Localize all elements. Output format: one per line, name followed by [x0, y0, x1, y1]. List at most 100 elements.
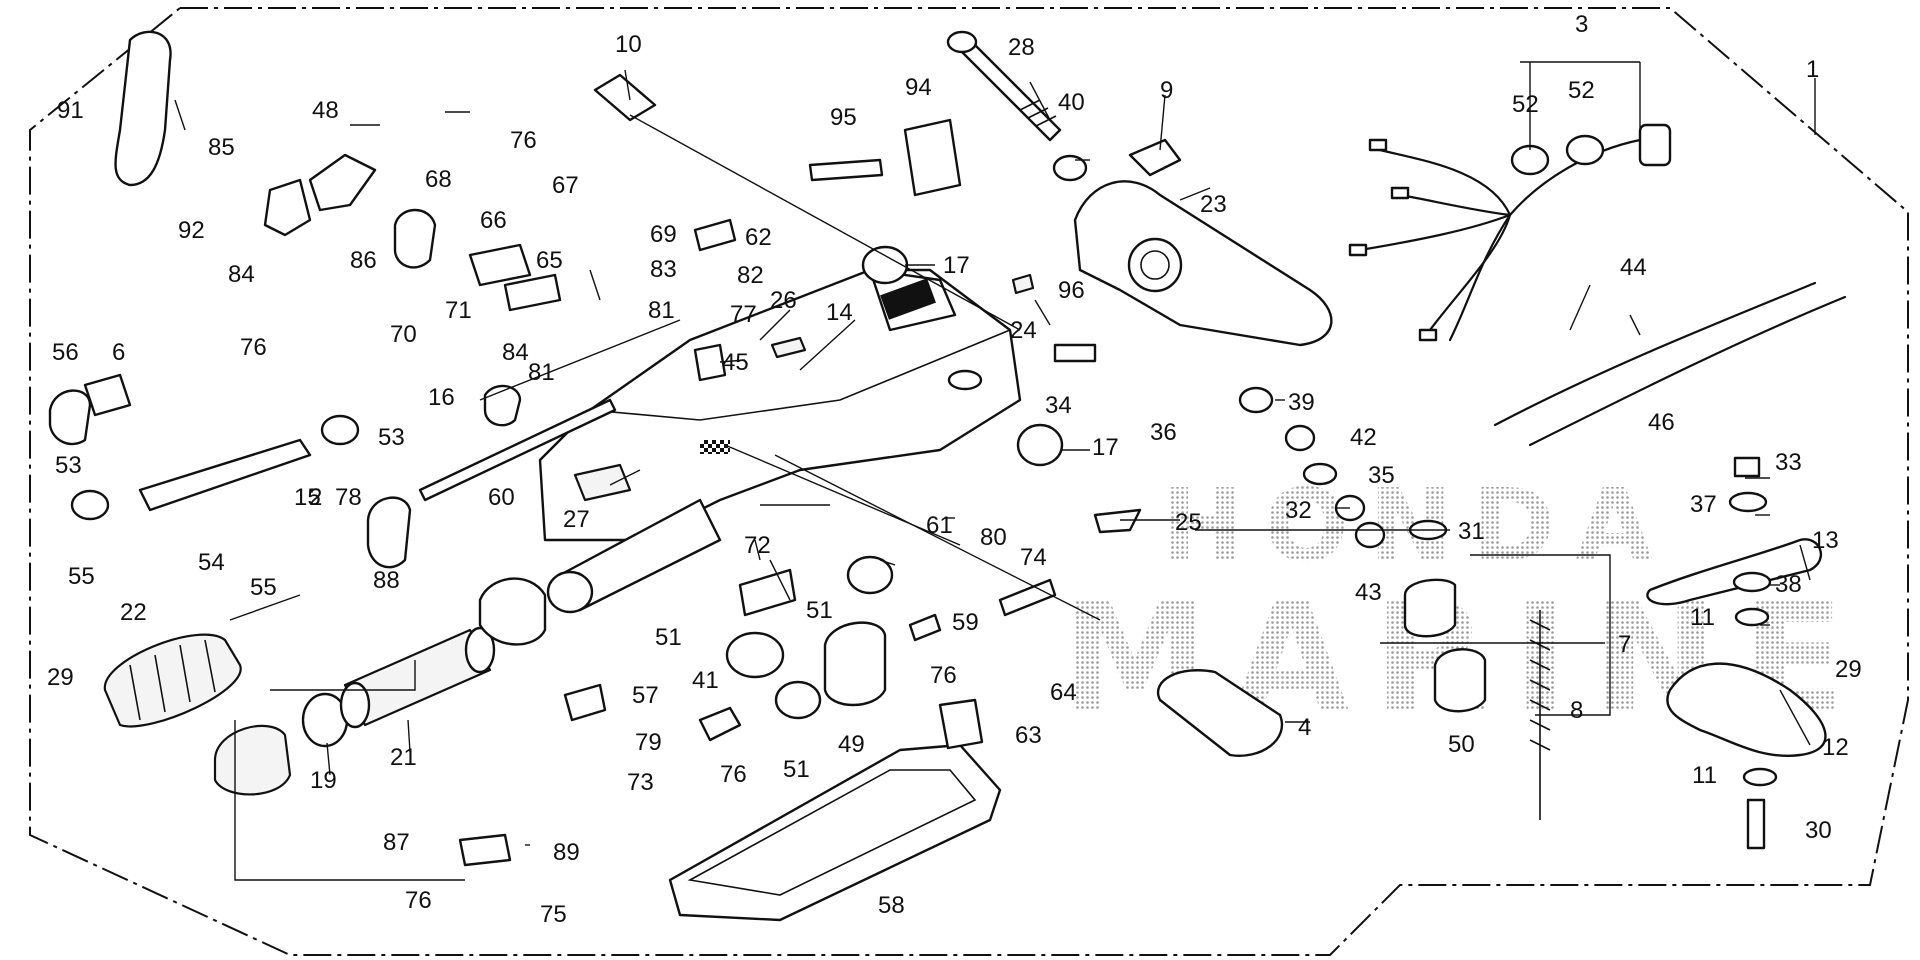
callout-29b: 29 [1835, 656, 1862, 683]
knob-70 [393, 208, 437, 269]
callout-14: 14 [826, 299, 853, 326]
callout-8: 8 [1570, 697, 1583, 724]
callout-11a: 11 [1690, 604, 1715, 631]
spacer-94 [903, 118, 962, 197]
bushing-42 [1284, 424, 1316, 452]
callout-82: 82 [737, 262, 764, 289]
callout-76d: 76 [720, 761, 747, 788]
callout-50: 50 [1448, 731, 1475, 758]
callout-2: 2 [309, 484, 322, 511]
callout-84a: 84 [228, 261, 255, 288]
grommet-88 [366, 496, 412, 569]
rubber-16 [483, 384, 522, 427]
callout-54: 54 [198, 549, 225, 576]
callout-51c: 51 [783, 756, 810, 783]
pivot-bolt-28 [946, 30, 1062, 142]
bolt-30 [1746, 798, 1766, 850]
callout-69: 69 [650, 221, 677, 248]
callout-74: 74 [1020, 544, 1047, 571]
grip-22 [103, 633, 242, 728]
collar-17b [1016, 423, 1064, 467]
callout-63: 63 [1015, 722, 1042, 749]
callout-76e: 76 [405, 887, 432, 914]
callout-51b: 51 [806, 597, 833, 624]
callout-37: 37 [1690, 491, 1717, 518]
callout-7: 7 [1618, 631, 1631, 658]
callout-32: 32 [1285, 497, 1312, 524]
bracket-57 [563, 683, 607, 722]
leader-lines [174, 61, 1816, 881]
grommet-50 [1433, 648, 1487, 713]
callout-84b: 84 [502, 339, 529, 366]
callout-89: 89 [553, 839, 580, 866]
callout-45: 45 [722, 349, 749, 376]
callout-72: 72 [744, 532, 771, 559]
collar-17a [861, 245, 909, 285]
callout-88: 88 [373, 567, 400, 594]
clip-9 [1128, 138, 1182, 177]
callout-53b: 53 [55, 452, 82, 479]
bracket-12 [1666, 662, 1827, 757]
plate-71 [503, 273, 562, 312]
callout-94: 94 [905, 74, 932, 101]
callout-53a: 53 [378, 424, 405, 451]
callout-73: 73 [627, 769, 654, 796]
clip-51a [725, 631, 785, 679]
callout-17b: 17 [1092, 434, 1119, 461]
callout-41: 41 [692, 667, 719, 694]
plate-25 [1093, 508, 1142, 534]
callout-38: 38 [1775, 571, 1802, 598]
callout-48: 48 [312, 97, 339, 124]
callout-4: 4 [1298, 714, 1311, 741]
callout-42: 42 [1350, 424, 1377, 451]
bolt-96 [1053, 343, 1097, 363]
label-26 [770, 336, 807, 359]
callout-40: 40 [1058, 89, 1085, 116]
callout-labels: 1 2 3 4 6 7 8 9 10 11 11 12 13 14 15 16 … [47, 11, 1862, 928]
callout-60: 60 [488, 484, 515, 511]
callout-91: 91 [57, 97, 84, 124]
callout-96: 96 [1058, 277, 1085, 304]
callout-71: 71 [445, 297, 472, 324]
bracket-54 [138, 438, 312, 512]
callout-65: 65 [536, 247, 563, 274]
callout-70: 70 [390, 321, 417, 348]
throttle-sleeve-87 [478, 577, 547, 646]
clip-51c [774, 680, 822, 720]
washer-35 [1302, 462, 1338, 486]
callout-66: 66 [480, 207, 507, 234]
callout-85: 85 [208, 134, 235, 161]
callout-36: 36 [1150, 419, 1177, 446]
callout-23: 23 [1200, 191, 1227, 218]
callout-80: 80 [980, 524, 1007, 551]
callout-11b: 11 [1692, 762, 1717, 789]
stop-switch-cap-7 [1403, 578, 1457, 638]
callout-51a: 51 [655, 624, 682, 651]
callout-29a: 29 [47, 664, 74, 691]
rod-60 [418, 398, 617, 502]
friction-lever-13 [1646, 538, 1822, 606]
callout-46: 46 [1648, 409, 1675, 436]
callout-30: 30 [1805, 817, 1832, 844]
connector-10 [593, 73, 657, 122]
wiring-harness-3 [1348, 123, 1672, 342]
callout-87: 87 [383, 829, 410, 856]
callout-67: 67 [552, 172, 579, 199]
callout-33: 33 [1775, 449, 1802, 476]
callout-83: 83 [650, 256, 677, 283]
callout-77: 77 [730, 301, 757, 328]
callout-28: 28 [1008, 34, 1035, 61]
tiller-grip-91 [114, 30, 172, 187]
callout-10: 10 [615, 31, 642, 58]
callout-12: 12 [1822, 734, 1849, 761]
plate-63 [938, 698, 984, 750]
callout-56: 56 [52, 339, 79, 366]
bracket-59 [908, 613, 942, 642]
callout-55a: 55 [250, 574, 277, 601]
tube-49 [823, 621, 887, 707]
callout-24: 24 [1010, 317, 1037, 344]
throttle-tube-21 [339, 626, 496, 729]
callout-61: 61 [926, 512, 953, 539]
callout-81a: 81 [648, 297, 675, 324]
